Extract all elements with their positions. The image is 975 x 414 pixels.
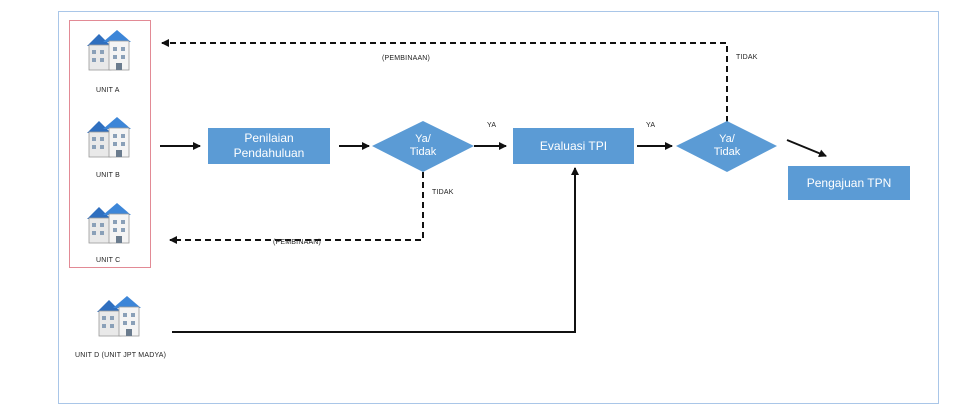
pengajuan-label: Pengajuan TPN	[806, 175, 892, 190]
edge-label-pembinaan-top: (PEMBINAAN)	[382, 55, 431, 62]
unit-group-a-b-c	[69, 20, 151, 268]
penilaian-line2: Pendahuluan	[233, 146, 305, 160]
unit-d-label: UNIT D (UNIT JPT MADYA)	[75, 352, 167, 359]
unit-a-label: UNIT A	[96, 87, 120, 94]
diagram-frame	[58, 11, 939, 404]
pengajuan-tpn-box: Pengajuan TPN	[788, 166, 910, 200]
edge-label-pembinaan-bottom: (PEMBINAAN)	[273, 239, 322, 246]
arrow-decision2-tidak-pembinaan	[161, 39, 728, 122]
evaluasi-tpi-box: Evaluasi TPI	[513, 128, 634, 164]
arrow-decision2-to-pengajuan	[786, 139, 827, 158]
evaluasi-label: Evaluasi TPI	[539, 138, 608, 153]
decision1-line1: Ya/	[415, 133, 431, 145]
edge-label-tidak-1: TIDAK	[432, 189, 454, 196]
unit-b-label: UNIT B	[96, 172, 121, 179]
edge-label-tidak-2: TIDAK	[736, 54, 758, 61]
decision-diamond-2	[676, 121, 777, 172]
arrow-decision1-tidak-pembinaan	[169, 172, 424, 244]
penilaian-pendahuluan-box: Penilaian Pendahuluan	[208, 128, 330, 164]
decision2-line2: Tidak	[713, 146, 741, 158]
building-icon	[87, 30, 131, 71]
decision-diamond-1	[372, 121, 474, 172]
arrow-unitd-to-evaluasi	[172, 167, 579, 333]
unit-c-label: UNIT C	[96, 257, 121, 264]
penilaian-line1: Penilaian	[244, 131, 294, 145]
edge-label-ya-2: YA	[646, 122, 656, 129]
decision1-text: Ya/ Tidak	[393, 133, 453, 159]
building-icon	[97, 296, 141, 337]
decision2-line1: Ya/	[719, 133, 735, 145]
edge-label-ya-1: YA	[487, 122, 497, 129]
decision1-line2: Tidak	[409, 146, 437, 158]
building-icon	[87, 117, 131, 158]
decision2-text: Ya/ Tidak	[697, 133, 757, 159]
building-icon	[87, 203, 131, 244]
